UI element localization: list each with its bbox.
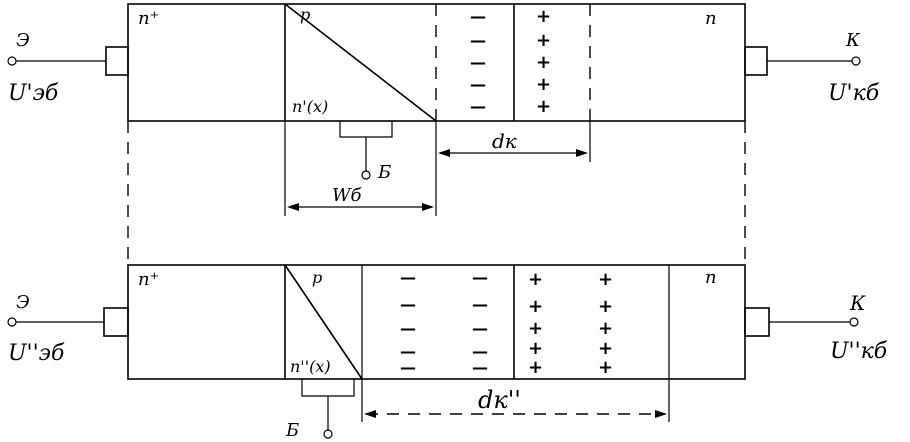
top-positive-charges: + + + + + [536,6,551,117]
bottom-depletion-arrow-right [655,410,667,418]
top-base-contact [339,121,393,138]
bottom-emitter-contact [103,307,129,337]
bottom-region-n-plus-label: n⁺ [138,269,159,290]
bottom-plus-sign: + [528,269,543,290]
bottom-minus-sign: — [400,319,416,338]
bottom-base-terminal [323,429,333,439]
bottom-plus-sign: + [598,338,613,359]
bottom-device-body [127,264,746,380]
bottom-plus-sign: + [598,357,613,378]
top-device-body [127,3,746,122]
top-depletion-label: dк [492,129,517,153]
bottom-collector-contact [744,307,770,337]
bottom-plus-sign: + [528,338,543,359]
top-emitter-terminal [7,56,17,66]
bottom-minus-sign: — [400,358,416,377]
bottom-collector-terminal [849,317,859,327]
bottom-minus-sign: — [400,295,416,314]
top-plus-sign: + [536,74,551,95]
top-carrier-profile-label: n'(x) [292,97,328,116]
top-collector-terminal [851,56,861,66]
top-base-letter: Б [377,162,391,183]
bottom-minus-sign: — [472,268,488,287]
bottom-minus-sign: — [472,295,488,314]
bottom-emitter-letter: Э [16,292,30,313]
top-collector-contact [744,46,768,76]
bottom-collector-voltage: U''кб [830,339,888,364]
bottom-plus-sign: + [528,318,543,339]
bottom-negative-charges: — — — — — — — — — — [400,268,488,377]
top-region-n-plus-label: n⁺ [138,8,159,29]
top-transistor: n⁺ p n n'(x) — — — — — + + + + + Э U'эб … [7,3,880,216]
top-plus-sign: + [536,96,551,117]
top-region-p-label: p [300,5,310,24]
bottom-depletion-label: dк'' [478,386,521,414]
top-minus-sign: — [470,75,486,94]
top-plus-sign: + [536,30,551,51]
bottom-carrier-profile-label: n''(x) [290,357,331,376]
top-plus-sign: + [536,6,551,27]
bottom-base-contact [301,379,355,397]
top-depletion-arrow-right [576,149,588,157]
bottom-region-n-label: n [705,267,717,288]
bottom-depletion-arrow-left [364,410,376,418]
top-collector-voltage: U'кб [828,81,880,106]
bottom-transistor: n⁺ p n n''(x) — — — — — — — — — — + + + … [7,264,888,441]
bottom-minus-sign: — [400,342,416,361]
top-negative-charges: — — — — — [470,7,486,116]
top-base-width-label: Wб [332,185,363,206]
top-base-width-arrow-left [287,203,299,211]
top-minus-sign: — [470,53,486,72]
bottom-minus-sign: — [400,268,416,287]
top-collector-letter: К [845,30,861,51]
bottom-emitter-voltage: U''эб [8,341,65,366]
bottom-positive-charges: + + + + + + + + + + [528,269,613,378]
bottom-plus-sign: + [598,318,613,339]
top-base-terminal [361,170,371,180]
bottom-base-letter: Б [285,420,299,441]
top-minus-sign: — [470,31,486,50]
top-plus-sign: + [536,52,551,73]
top-minus-sign: — [470,97,486,116]
top-depletion-arrow-left [438,149,450,157]
top-base-width-arrow-right [422,203,434,211]
bottom-minus-sign: — [472,358,488,377]
bottom-region-p-label: p [312,268,322,287]
bottom-plus-sign: + [528,357,543,378]
bottom-plus-sign: + [528,296,543,317]
bottom-emitter-terminal [7,317,17,327]
bottom-carrier-profile-line [284,264,363,380]
top-emitter-letter: Э [16,30,30,51]
top-emitter-voltage: U'эб [8,81,59,106]
bottom-collector-letter: К [849,291,866,315]
bottom-plus-sign: + [598,296,613,317]
bottom-plus-sign: + [598,269,613,290]
top-carrier-profile-line [284,3,437,122]
top-emitter-contact [105,46,129,76]
top-region-n-label: n [705,8,717,29]
top-minus-sign: — [470,7,486,26]
bottom-minus-sign: — [472,319,488,338]
bottom-minus-sign: — [472,342,488,361]
